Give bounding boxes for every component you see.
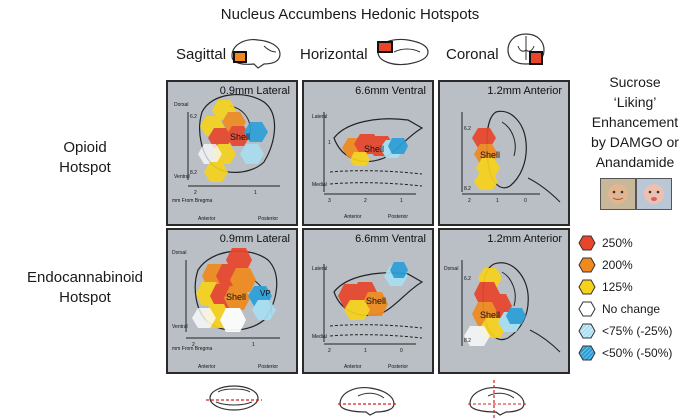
svg-text:Anterior: Anterior — [198, 364, 216, 370]
svg-text:1: 1 — [252, 342, 255, 348]
panel-title: 1.2mm Anterior — [487, 233, 562, 245]
svg-text:Medial: Medial — [312, 182, 327, 188]
svg-text:Anterior: Anterior — [344, 214, 362, 220]
svg-text:2: 2 — [328, 348, 331, 354]
infant-photo-right — [636, 178, 672, 210]
svg-text:Dorsal: Dorsal — [174, 102, 188, 108]
svg-text:6.2: 6.2 — [190, 114, 197, 120]
svg-text:0: 0 — [524, 198, 527, 204]
svg-text:Lateral: Lateral — [312, 266, 327, 272]
sucrose-liking-caption: Sucrose ‘Liking’ Enhancement by DAMGO or… — [591, 74, 679, 170]
svg-text:Medial: Medial — [312, 334, 327, 340]
legend-item-no-change: No change — [578, 298, 672, 320]
label-shell: Shell — [480, 310, 500, 320]
label-shell: Shell — [230, 132, 250, 142]
panel-title: 6.6mm Ventral — [355, 233, 426, 245]
coronal-brain-icon — [507, 33, 545, 65]
svg-text:1: 1 — [496, 198, 499, 204]
horizontal-brain-icon — [377, 38, 429, 66]
svg-text:1: 1 — [400, 198, 403, 204]
svg-text:Posterior: Posterior — [388, 364, 408, 370]
hexagon-icon — [578, 301, 596, 317]
label-shell: Shell — [480, 150, 500, 160]
svg-text:8.2: 8.2 — [464, 186, 471, 192]
panel-endocannabinoid-sagittal: Shell VP Dorsal Ventral mm From Bregma 2… — [166, 228, 298, 374]
hexagon-icon — [578, 279, 596, 295]
panel-opioid-sagittal: Shell Dorsal Ventral 6.2 8.2 2 1 mm From… — [166, 80, 298, 226]
svg-text:1: 1 — [254, 190, 257, 196]
bottom-coronal-plane-icon — [468, 380, 528, 418]
view-label-coronal: Coronal — [446, 46, 499, 63]
svg-text:2: 2 — [192, 342, 195, 348]
hexagon-icon — [578, 235, 596, 251]
legend: 250% 200% 125% No change <75% (-25%) <50… — [578, 232, 672, 364]
panel-title: 0.9mm Lateral — [219, 233, 290, 245]
panel-endocannabinoid-horizontal: Shell Lateral Medial 2 1 0 Anterior Post… — [302, 228, 434, 374]
legend-item-75: <75% (-25%) — [578, 320, 672, 342]
panel-title: 0.9mm Lateral — [219, 85, 290, 97]
svg-text:6.2: 6.2 — [464, 126, 471, 132]
row-label-opioid: Opioid Hotspot — [59, 139, 111, 176]
endocannabinoid-sagittal-map: Shell VP Dorsal Ventral mm From Bregma 2… — [172, 248, 280, 370]
legend-item-50: <50% (-50%) — [578, 342, 672, 364]
sagittal-brain-icon — [231, 39, 281, 69]
svg-text:Anterior: Anterior — [344, 364, 362, 370]
endocannabinoid-horizontal-map: Shell Lateral Medial 2 1 0 Anterior Post… — [312, 262, 424, 370]
opioid-sagittal-map: Shell Dorsal Ventral 6.2 8.2 2 1 mm From… — [172, 94, 280, 222]
panel-title: 1.2mm Anterior — [487, 85, 562, 97]
view-label-horizontal: Horizontal — [300, 46, 368, 63]
svg-text:Posterior: Posterior — [258, 216, 278, 222]
hexagon-icon — [578, 257, 596, 273]
label-vp: VP — [260, 289, 271, 298]
infant-photo-left — [600, 178, 636, 210]
panel-endocannabinoid-coronal: Shell Dorsal 6.2 8.2 1.2mm Anterior — [438, 228, 570, 374]
label-shell: Shell — [364, 144, 384, 154]
svg-text:Ventral: Ventral — [174, 174, 190, 180]
row-label-endocannabinoid: Endocannabinoid Hotspot — [27, 269, 143, 306]
endocannabinoid-coronal-map: Shell Dorsal 6.2 8.2 — [444, 260, 561, 353]
opioid-horizontal-map: Shell Lateral Medial 1 3 2 1 Anterior Po… — [312, 112, 424, 220]
svg-text:Lateral: Lateral — [312, 114, 327, 120]
svg-text:2: 2 — [364, 198, 367, 204]
svg-text:Dorsal: Dorsal — [444, 266, 458, 272]
hatched-hexagon-icon — [578, 323, 596, 339]
svg-text:6.2: 6.2 — [464, 276, 471, 282]
legend-item-250: 250% — [578, 232, 672, 254]
svg-text:1: 1 — [328, 140, 331, 146]
svg-text:8.2: 8.2 — [190, 170, 197, 176]
svg-text:Dorsal: Dorsal — [172, 250, 186, 256]
svg-text:mm From Bregma: mm From Bregma — [172, 198, 213, 204]
opioid-coronal-map: Shell 6.2 8.2 2 1 0 — [461, 110, 561, 204]
bottom-sagittal-plane-icon — [206, 385, 262, 411]
label-shell: Shell — [226, 292, 246, 302]
svg-text:8.2: 8.2 — [464, 338, 471, 344]
view-label-sagittal: Sagittal — [176, 46, 227, 63]
hatched-hexagon-icon — [578, 345, 596, 361]
svg-text:1: 1 — [364, 348, 367, 354]
svg-text:3: 3 — [328, 198, 331, 204]
panel-title: 6.6mm Ventral — [355, 85, 426, 97]
svg-text:2: 2 — [194, 190, 197, 196]
legend-item-200: 200% — [578, 254, 672, 276]
figure-title: Nucleus Accumbens Hedonic Hotspots — [220, 6, 480, 23]
svg-text:Posterior: Posterior — [388, 214, 408, 220]
svg-text:mm From Bregma: mm From Bregma — [172, 346, 213, 352]
svg-text:Posterior: Posterior — [258, 364, 278, 370]
bottom-horizontal-plane-icon — [338, 387, 398, 416]
panel-opioid-horizontal: Shell Lateral Medial 1 3 2 1 Anterior Po… — [302, 80, 434, 226]
legend-item-125: 125% — [578, 276, 672, 298]
svg-text:0: 0 — [400, 348, 403, 354]
label-shell: Shell — [366, 296, 386, 306]
svg-text:Ventral: Ventral — [172, 324, 188, 330]
panel-opioid-coronal: Shell 6.2 8.2 2 1 0 1.2mm Anterior — [438, 80, 570, 226]
svg-text:2: 2 — [468, 198, 471, 204]
svg-text:Anterior: Anterior — [198, 216, 216, 222]
